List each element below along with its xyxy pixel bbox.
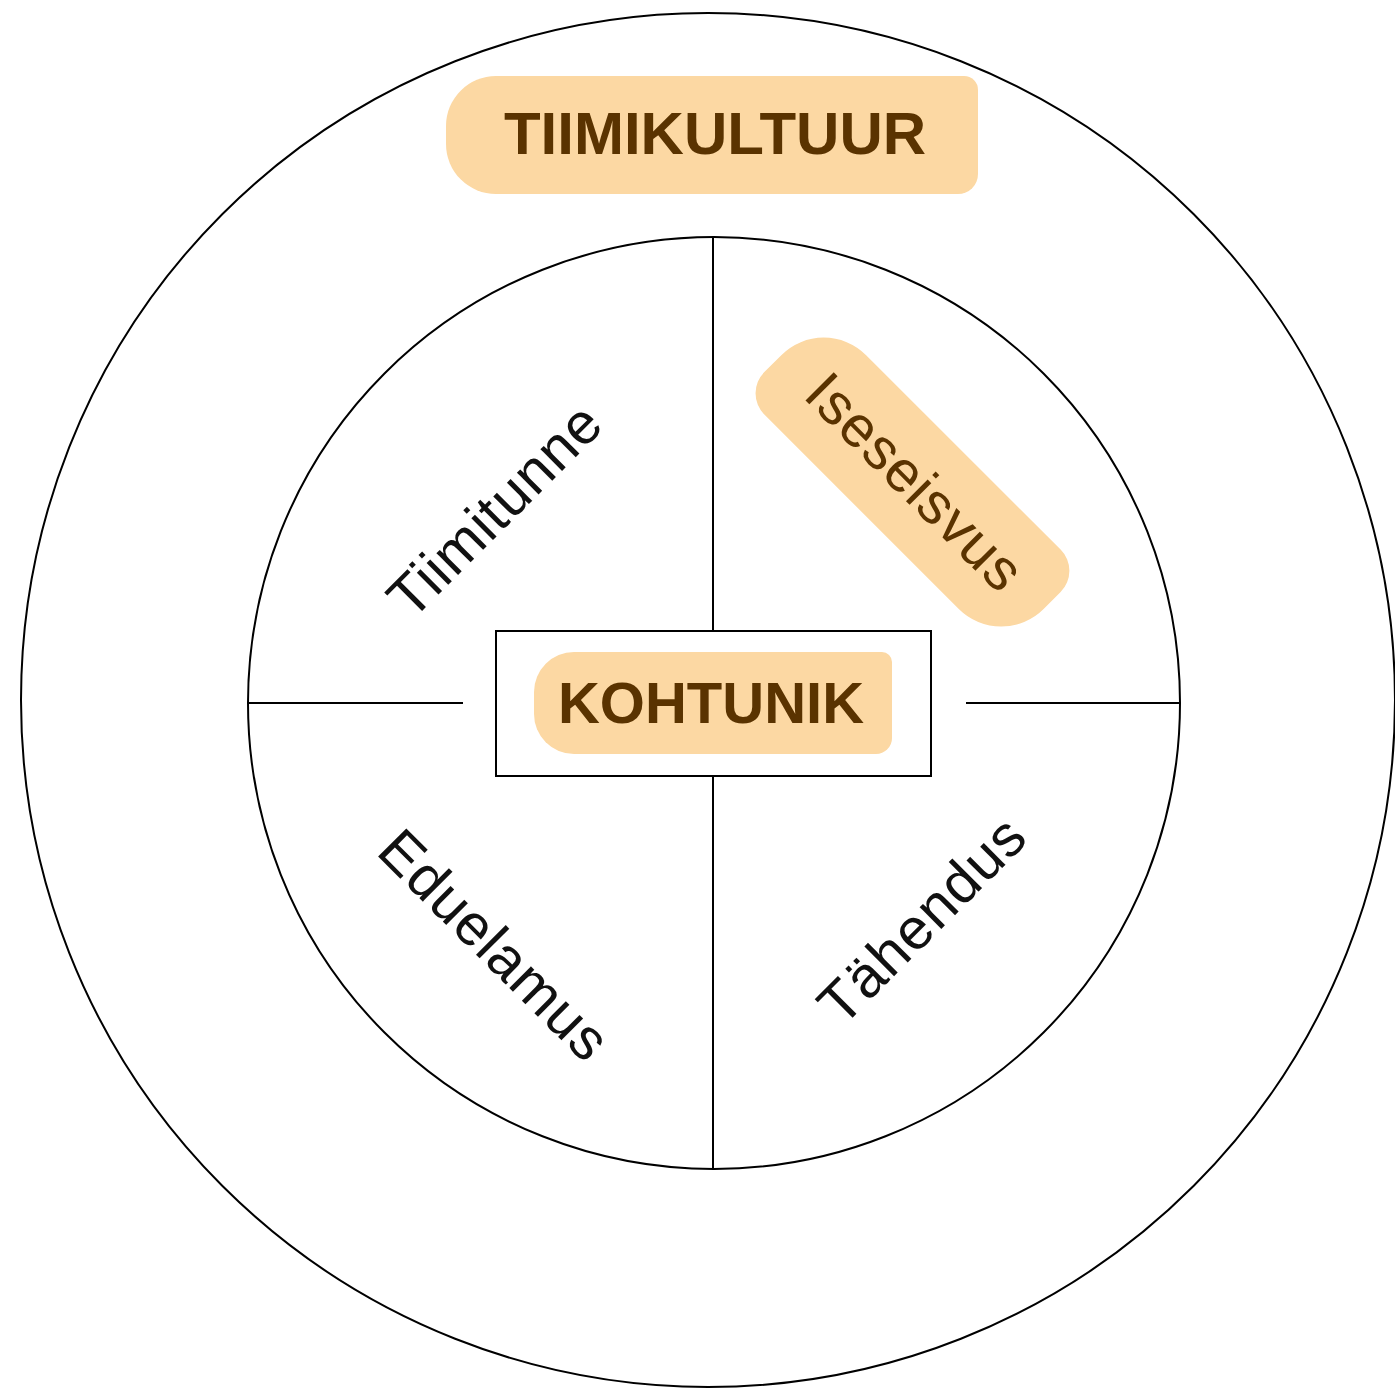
center-label: KOHTUNIK <box>534 652 892 754</box>
title-label: TIIMIKULTUUR <box>446 76 978 194</box>
quadrant-sector: Eduelamus <box>356 806 634 1084</box>
divider-line <box>966 702 1180 704</box>
quadrant-label: Tiimitunne <box>370 385 620 635</box>
quadrant-label: Iseseisvus <box>743 313 1082 652</box>
center-box: KOHTUNIK <box>495 630 932 777</box>
divider-line <box>712 773 714 1170</box>
quadrant-sector: Tiimitunne <box>364 379 625 640</box>
quadrant-sector: Tähendus <box>795 793 1050 1048</box>
divider-line <box>712 237 714 632</box>
quadrant-label: Tähendus <box>800 798 1043 1041</box>
divider-line <box>248 702 463 704</box>
outer-circle-region: TIIMIKULTUUR Tiimitunne IseseisvusEduelamu… <box>20 12 1395 1388</box>
quadrant-sector: Iseseisvus <box>737 307 1087 657</box>
quadrant-label: Eduelamus <box>362 812 629 1079</box>
inner-circle <box>248 237 1180 1169</box>
